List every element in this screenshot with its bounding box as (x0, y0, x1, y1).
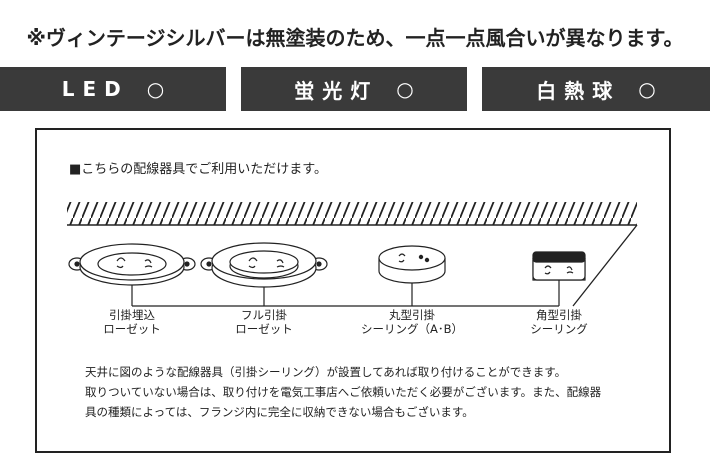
compat-led-mark: ○ (146, 77, 165, 101)
fixture-label-line: 引掛埋込 (109, 308, 155, 322)
wiring-description: 天井に図のような配線器具（引掛シーリング）が設置してあれば取り付けることができま… (85, 362, 655, 422)
compat-fluorescent: 蛍光灯 ○ (241, 67, 467, 111)
fixture-label-line: ローゼット (103, 322, 161, 336)
ceiling-diagram (67, 202, 638, 307)
fixture-label-recessed: 引掛埋込 ローゼット (103, 308, 161, 336)
compat-led: LED ○ (0, 67, 226, 111)
description-line: 天井に図のような配線器具（引掛シーリング）が設置してあれば取り付けることができま… (85, 365, 567, 379)
compat-fluorescent-mark: ○ (396, 77, 414, 101)
fixture-label-line: シーリング（A･B） (360, 322, 464, 336)
compat-fluorescent-label: 蛍光灯 (294, 78, 379, 103)
fixture-label-round: 丸型引掛 シーリング（A･B） (361, 308, 463, 336)
ceiling-hatch (67, 202, 637, 226)
ceiling-pointer-line (572, 224, 638, 307)
compat-led-label: LED (61, 77, 129, 101)
compat-incandescent-label: 白熱球 (536, 78, 621, 103)
fixture-label-line: シーリング (530, 322, 588, 336)
wiring-intro: ■こちらの配線器具でご利用いただけます。 (69, 162, 327, 177)
fixture-label-square: 角型引掛 シーリング (530, 308, 588, 336)
full-hook-rosette-icon (200, 242, 328, 288)
wiring-info-box: ■こちらの配線器具でご利用いただけます。 (35, 128, 671, 453)
vintage-silver-notice: ※ヴィンテージシルバーは無塗装のため、一点一点風合いが異なります。 (26, 26, 684, 50)
fixture-label-line: 丸型引掛 (388, 308, 435, 322)
square-ceiling-icon (532, 251, 586, 281)
fixture-label-full-hook: フル引掛 ローゼット (235, 308, 293, 336)
description-line: 具の種類によっては、フランジ内に完全に収納できない場合もございます。 (85, 405, 474, 419)
compat-incandescent-mark: ○ (638, 77, 656, 101)
description-line: 取りついていない場合は、取り付けを電気工事店へご依頼いただく必要がございます。ま… (85, 385, 602, 399)
compat-incandescent: 白熱球 ○ (482, 67, 710, 111)
round-ceiling-icon (378, 245, 446, 284)
fixture-label-line: ローゼット (235, 322, 293, 336)
fixture-label-line: フル引掛 (241, 308, 287, 322)
recessed-rosette-icon (68, 243, 196, 286)
fixture-label-line: 角型引掛 (536, 308, 582, 322)
